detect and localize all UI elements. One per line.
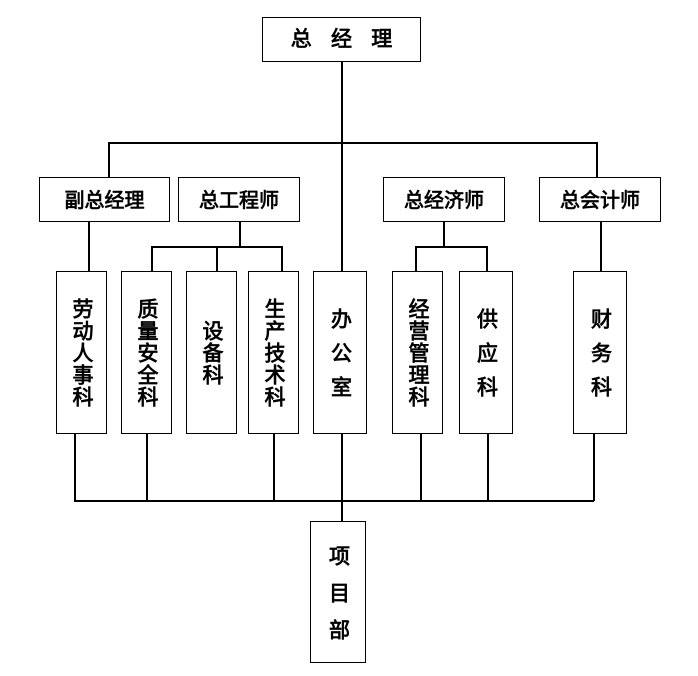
node-label-deputy-general-manager: 副总经理 <box>64 187 145 212</box>
node-quality-safety[interactable]: 质量安全科 <box>121 271 172 434</box>
node-labor-personnel[interactable]: 劳动人事科 <box>56 271 107 434</box>
node-finance[interactable]: 财务科 <box>573 271 627 434</box>
node-label-business-management: 经营管理科 <box>406 297 430 408</box>
connector-spine-office <box>341 142 343 271</box>
connector-level2-bus <box>108 142 598 144</box>
connector-drop-equipment <box>216 246 218 271</box>
node-chief-economist[interactable]: 总经济师 <box>383 177 505 222</box>
node-label-labor-personnel: 劳动人事科 <box>70 297 94 408</box>
connector-drop-supply <box>486 246 488 271</box>
connector-business-to-project <box>420 434 422 501</box>
connector-drop-deputy-gm <box>108 142 110 177</box>
node-label-equipment: 设备科 <box>200 319 224 386</box>
node-label-general-manager: 总 经 理 <box>290 27 399 51</box>
connector-deputy-gm-to-labor <box>88 222 90 271</box>
connector-project-stem <box>341 500 343 522</box>
connector-quality-to-project <box>146 434 148 501</box>
node-label-chief-engineer: 总工程师 <box>199 187 279 212</box>
node-project-department[interactable]: 项目部 <box>310 521 366 663</box>
connector-chief-economist-stem <box>443 222 445 247</box>
node-label-office: 办公室 <box>328 308 353 410</box>
node-chief-accountant[interactable]: 总会计师 <box>539 177 661 222</box>
connector-gm-stem <box>341 62 343 144</box>
connector-production-to-project <box>273 434 275 501</box>
connector-chief-accountant-to-finance <box>600 222 602 271</box>
connector-chief-economist-bus <box>415 246 487 248</box>
connector-supply-to-project <box>487 434 489 501</box>
node-label-quality-safety: 质量安全科 <box>135 297 159 408</box>
connector-drop-chief-accountant <box>596 142 598 177</box>
node-label-chief-economist: 总经济师 <box>404 187 484 212</box>
node-label-chief-accountant: 总会计师 <box>560 187 640 212</box>
node-supply[interactable]: 供应科 <box>459 271 513 434</box>
connector-office-to-project <box>341 434 343 501</box>
node-chief-engineer[interactable]: 总工程师 <box>178 177 300 222</box>
connector-labor-to-project <box>74 434 76 501</box>
connector-project-bus <box>74 500 594 502</box>
node-deputy-general-manager[interactable]: 副总经理 <box>39 177 170 222</box>
connector-drop-production-tech <box>281 246 283 271</box>
node-label-production-technology: 生产技术科 <box>262 297 286 408</box>
node-business-management[interactable]: 经营管理科 <box>392 271 443 434</box>
node-general-manager[interactable]: 总 经 理 <box>262 17 421 62</box>
node-label-project-department: 项目部 <box>326 544 351 656</box>
connector-drop-quality-safety <box>151 246 153 271</box>
connector-drop-business-mgmt <box>415 246 417 271</box>
connector-chief-engineer-stem <box>239 222 241 247</box>
node-production-technology[interactable]: 生产技术科 <box>248 271 299 434</box>
node-office[interactable]: 办公室 <box>313 271 367 434</box>
connector-finance-to-project <box>593 434 595 501</box>
node-equipment[interactable]: 设备科 <box>186 271 237 434</box>
node-label-supply: 供应科 <box>474 308 499 410</box>
node-label-finance: 财务科 <box>588 308 613 410</box>
